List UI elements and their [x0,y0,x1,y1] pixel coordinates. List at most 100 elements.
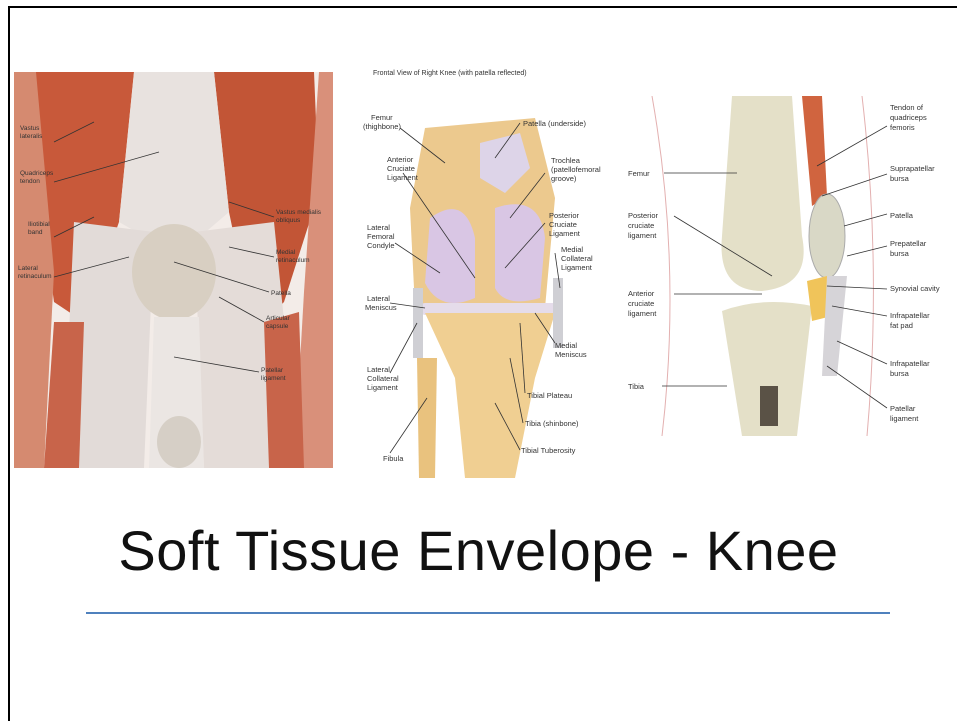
label-prepatellar-bursa-2: bursa [890,249,910,258]
frontal-view-caption: Frontal View of Right Knee (with patella… [373,70,527,77]
label-vastus-lateralis-1: Vastus [20,125,40,132]
svg-text:Collateral: Collateral [367,374,399,383]
label-articular-capsule-2: capsule [266,323,289,330]
svg-text:Lateral: Lateral [367,365,390,374]
label-lateral-meniscus-2: Meniscus [365,303,397,312]
label-lateral-retinaculum-1: Lateral [18,265,38,272]
svg-text:cruciate: cruciate [628,299,654,308]
label-sagittal-pcl-1: Posterior [628,211,659,220]
svg-text:lateralis: lateralis [20,133,43,140]
label-iliotibial-band-2: band [28,229,43,236]
label-patellar-ligament-2: ligament [261,375,286,382]
label-trochlea-1: Trochlea [551,156,581,165]
svg-text:Ligament: Ligament [387,173,419,182]
svg-text:Cruciate: Cruciate [387,164,415,173]
svg-text:Lateral: Lateral [367,294,390,303]
label-medial-meniscus-2: Meniscus [555,350,587,359]
label-tendon-quadriceps-2: quadriceps [890,113,927,122]
label-lateral-retinaculum-2: retinaculum [18,273,52,280]
svg-text:Collateral: Collateral [561,254,593,263]
svg-text:Posterior: Posterior [628,211,659,220]
svg-text:Medial: Medial [561,245,583,254]
label-vastus-lateralis-2: lateralis [20,133,43,140]
svg-text:groove): groove) [551,174,577,183]
svg-text:Tibial Tuberosity: Tibial Tuberosity [521,446,576,455]
label-tibial-plateau: Tibial Plateau [527,391,572,400]
svg-text:Femur: Femur [371,113,393,122]
svg-text:Posterior: Posterior [549,211,580,220]
svg-text:tendon: tendon [20,178,40,185]
label-synovial-cavity: Synovial cavity [890,284,940,293]
svg-text:bursa: bursa [890,174,910,183]
slide-top-border [8,6,957,8]
label-articular-capsule-1: Articular [266,315,291,322]
svg-text:Lateral: Lateral [367,223,390,232]
svg-text:Femoral: Femoral [367,232,395,241]
svg-text:Quadriceps: Quadriceps [20,170,54,177]
label-sagittal-acl-1: Anterior [628,289,655,298]
label-infrapatellar-fat-pad-2: fat pad [890,321,913,330]
label-tendon-quadriceps-3: femoris [890,123,915,132]
label-sagittal-pcl-2: cruciate [628,221,654,230]
svg-text:Tibia (shinbone): Tibia (shinbone) [525,419,579,428]
svg-text:Medial: Medial [555,341,577,350]
svg-text:Suprapatellar: Suprapatellar [890,164,935,173]
label-sagittal-femur: Femur [628,169,650,178]
label-patellar-ligament-1: Patellar [261,367,284,374]
label-infrapatellar-bursa-2: bursa [890,369,910,378]
label-prepatellar-bursa-1: Prepatellar [890,239,927,248]
label-patella-underside: Patella (underside) [523,119,586,128]
label-lateral-collateral-1: Lateral [367,365,390,374]
svg-text:Condyle: Condyle [367,241,395,250]
label-lateral-meniscus-1: Lateral [367,294,390,303]
svg-text:Patella: Patella [271,290,291,297]
label-infrapatellar-fat-pad-1: Infrapatellar [890,311,930,320]
svg-text:Synovial cavity: Synovial cavity [890,284,940,293]
label-tibia: Tibia (shinbone) [525,419,579,428]
label-infrapatellar-bursa-1: Infrapatellar [890,359,930,368]
svg-text:ligament: ligament [628,309,657,318]
slide-title: Soft Tissue Envelope - Knee [0,520,957,582]
svg-text:quadriceps: quadriceps [890,113,927,122]
svg-text:Patella (underside): Patella (underside) [523,119,586,128]
label-sagittal-pcl-3: ligament [628,231,657,240]
svg-text:Medial: Medial [276,249,296,256]
svg-text:Ligament: Ligament [561,263,593,272]
svg-text:bursa: bursa [890,249,910,258]
label-femur-2: (thighbone) [363,122,401,131]
label-acl-2: Cruciate [387,164,415,173]
label-medial-collateral-1: Medial [561,245,583,254]
svg-text:Meniscus: Meniscus [555,350,587,359]
label-sagittal-patellar-ligament-2: ligament [890,414,919,423]
svg-text:bursa: bursa [890,369,910,378]
svg-text:femoris: femoris [890,123,915,132]
svg-text:Patellar: Patellar [261,367,284,374]
label-medial-retinaculum-2: retinaculum [276,257,310,264]
label-lateral-femoral-condyle-1: Lateral [367,223,390,232]
svg-text:Infrapatellar: Infrapatellar [890,359,930,368]
svg-text:retinaculum: retinaculum [276,257,310,264]
svg-text:Infrapatellar: Infrapatellar [890,311,930,320]
sagittal-knee-illustration: Femur Tendon of quadriceps femoris Supra… [622,96,957,436]
svg-text:Lateral: Lateral [18,265,38,272]
slide-left-border [8,6,10,721]
label-medial-meniscus-1: Medial [555,341,577,350]
svg-text:Iliotibial: Iliotibial [28,221,50,228]
label-sagittal-acl-3: ligament [628,309,657,318]
svg-text:Femur: Femur [628,169,650,178]
label-vastus-medialis-1: Vastus medialis [276,209,322,216]
svg-text:(patellofemoral: (patellofemoral [551,165,601,174]
svg-text:fat pad: fat pad [890,321,913,330]
anterior-knee-muscles-illustration: Vastus lateralis Quadriceps tendon Iliot… [14,72,333,468]
label-medial-retinaculum-1: Medial [276,249,296,256]
svg-text:capsule: capsule [266,323,289,330]
label-lateral-collateral-2: Collateral [367,374,399,383]
label-sagittal-acl-2: cruciate [628,299,654,308]
svg-text:Fibula: Fibula [383,454,404,463]
svg-text:Anterior: Anterior [628,289,655,298]
label-pcl-1: Posterior [549,211,580,220]
label-suprapatellar-bursa-2: bursa [890,174,910,183]
svg-text:Anterior: Anterior [387,155,414,164]
svg-text:ligament: ligament [628,231,657,240]
svg-text:(thighbone): (thighbone) [363,122,401,131]
